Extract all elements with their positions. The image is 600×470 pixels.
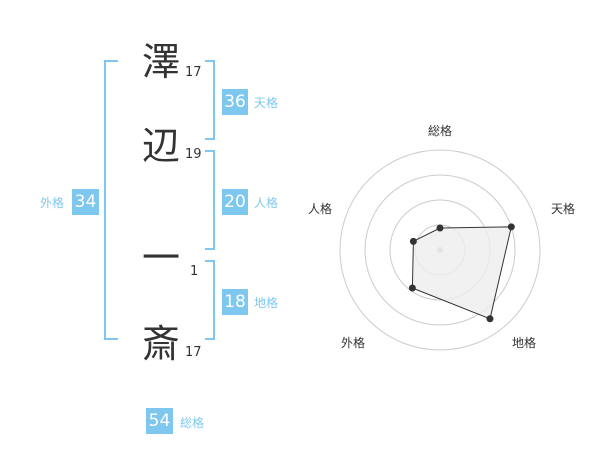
stroke-count-3: 1	[190, 264, 199, 279]
jinkaku-bracket	[205, 150, 215, 250]
tenkaku-label: 天格	[254, 96, 279, 110]
gaikaku-label: 外格	[40, 196, 65, 210]
radar-points	[408, 223, 515, 323]
stroke-count-2: 19	[185, 147, 202, 162]
soukaku-score: 54	[146, 408, 173, 434]
gaikaku-bracket	[104, 60, 118, 340]
radar-ring-2	[364, 174, 516, 326]
jinkaku-label: 人格	[254, 196, 279, 210]
tenkaku-bracket	[205, 60, 215, 140]
radar-shape	[411, 226, 512, 320]
name-char-2: 辺	[142, 124, 181, 168]
radar-polygon	[411, 226, 512, 320]
radar-label-tenkaku: 天格	[551, 202, 576, 216]
gaikaku-score: 34	[72, 189, 99, 215]
chikaku-bracket	[205, 260, 215, 340]
radar-point-4	[408, 284, 416, 292]
tenkaku-score: 36	[222, 89, 248, 115]
radar-point-3	[486, 315, 494, 323]
radar-label-chikaku: 地格	[512, 336, 537, 350]
radar-point-1	[436, 224, 444, 232]
name-char-4: 斎	[142, 322, 181, 366]
chikaku-label: 地格	[254, 296, 279, 310]
radar-point-2	[507, 223, 515, 231]
name-char-3: 一	[142, 236, 181, 280]
stroke-count-1: 17	[185, 65, 202, 80]
stroke-count-4: 17	[185, 345, 202, 360]
radar-ring-1	[339, 149, 541, 351]
radar-label-soukaku: 総格	[428, 124, 453, 138]
chikaku-score: 18	[222, 289, 248, 315]
jinkaku-score: 20	[222, 189, 248, 215]
radar-point-5	[409, 237, 417, 245]
soukaku-label: 総格	[180, 416, 205, 430]
radar-label-gaikaku: 外格	[341, 336, 366, 350]
radar-label-jinkaku: 人格	[308, 202, 333, 216]
name-char-1: 澤	[142, 40, 181, 84]
